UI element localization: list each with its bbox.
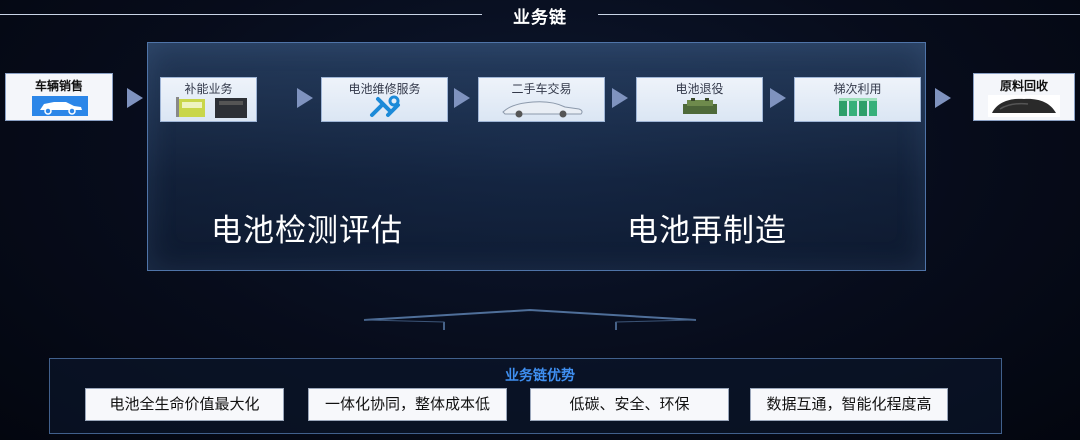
flow-arrow-1 bbox=[127, 88, 143, 108]
title-line-left bbox=[0, 14, 482, 15]
car-icon bbox=[32, 96, 88, 116]
vehicle-sales-box: 车辆销售 bbox=[5, 73, 113, 121]
raw-material-recycling-label: 原料回收 bbox=[999, 79, 1048, 93]
advantage-item: 电池全生命价值最大化 bbox=[85, 388, 284, 421]
flow-arrow-4 bbox=[612, 88, 628, 108]
step-battery-retirement: 电池退役 bbox=[636, 77, 763, 122]
step-label: 电池退役 bbox=[675, 82, 724, 96]
tools-icon bbox=[370, 95, 400, 117]
flow-arrow-2 bbox=[297, 88, 313, 108]
battery-pack-icon bbox=[683, 98, 717, 114]
connector-shape bbox=[363, 308, 697, 330]
raw-material-recycling-box: 原料回收 bbox=[973, 73, 1075, 121]
battery-remanufacturing-label: 电池再制造 bbox=[627, 213, 787, 249]
battery-cells-icon bbox=[839, 98, 877, 116]
flow-arrow-5 bbox=[770, 88, 786, 108]
battery-testing-evaluation-label: 电池检测评估 bbox=[211, 213, 403, 249]
advantage-item: 一体化协同，整体成本低 bbox=[308, 388, 507, 421]
flow-arrow-6 bbox=[935, 88, 951, 108]
flow-arrow-3 bbox=[454, 88, 470, 108]
step-energy-replenishment: 补能业务 bbox=[160, 77, 257, 122]
advantage-item: 数据互通，智能化程度高 bbox=[750, 388, 948, 421]
title-line-right bbox=[598, 14, 1080, 15]
step-label: 电池维修服务 bbox=[348, 82, 421, 96]
step-label: 补能业务 bbox=[184, 82, 233, 96]
advantage-item: 低碳、安全、环保 bbox=[530, 388, 729, 421]
vehicle-sales-label: 车辆销售 bbox=[34, 79, 83, 93]
step-battery-repair-service: 电池维修服务 bbox=[321, 77, 448, 122]
charging-station-icon bbox=[176, 97, 247, 118]
advantages-title: 业务链优势 bbox=[505, 368, 575, 384]
step-label: 梯次利用 bbox=[833, 82, 882, 96]
step-label: 二手车交易 bbox=[511, 82, 572, 96]
step-used-car-trading: 二手车交易 bbox=[478, 77, 605, 122]
raw-material-icon bbox=[988, 95, 1060, 117]
car-icon bbox=[502, 101, 583, 118]
step-cascade-utilization: 梯次利用 bbox=[794, 77, 921, 122]
page-title: 业务链 bbox=[513, 8, 567, 28]
